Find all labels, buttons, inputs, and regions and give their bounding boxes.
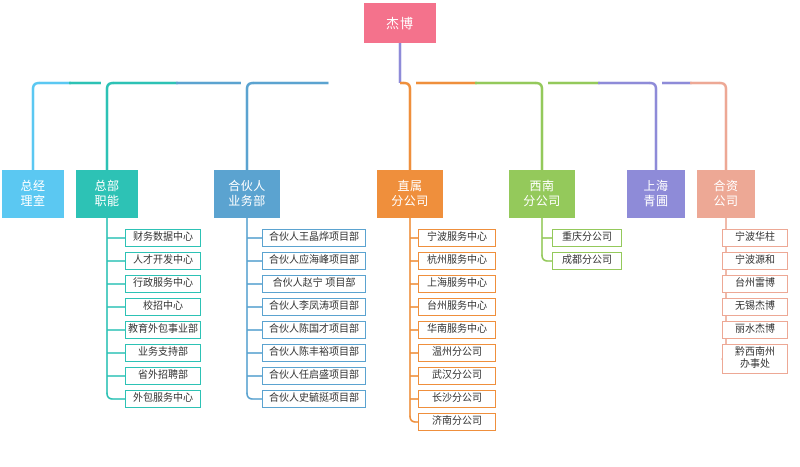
org-leaf-label: 宁波源和 [735,255,775,266]
org-leaf-label: 外包服务中心 [133,393,193,404]
org-leaf-node[interactable]: 黔西南州 办事处 [722,344,788,374]
org-leaf-label: 黔西南州 办事处 [735,347,775,370]
org-leaf-label: 济南分公司 [432,416,482,427]
org-leaf-label: 合伙人陈国才项目部 [269,324,359,335]
org-leaf-label: 宁波华柱 [735,232,775,243]
org-leaf-node[interactable]: 合伙人王晶烨项目部 [262,229,366,247]
org-leaf-node[interactable]: 合伙人李凤涛项目部 [262,298,366,316]
org-leaf-node[interactable]: 长沙分公司 [418,390,496,408]
org-leaf-node[interactable]: 宁波华柱 [722,229,788,247]
org-leaf-label: 台州雷博 [735,278,775,289]
org-node-partner-business[interactable]: 合伙人 业务部 [214,170,280,218]
org-leaf-label: 合伙人赵宁 项目部 [272,278,356,289]
org-leaf-node[interactable]: 合伙人应海峰项目部 [262,252,366,270]
org-leaf-node[interactable]: 台州服务中心 [418,298,496,316]
org-leaf-label: 上海服务中心 [427,278,487,289]
org-leaf-label: 华南服务中心 [427,324,487,335]
org-leaf-node[interactable]: 成都分公司 [552,252,622,270]
org-node-joint-venture[interactable]: 合资 公司 [697,170,755,218]
org-leaf-label: 财务数据中心 [133,232,193,243]
org-leaf-label: 合伙人王晶烨项目部 [269,232,359,243]
org-leaf-node[interactable]: 华南服务中心 [418,321,496,339]
org-leaf-label: 业务支持部 [138,347,188,358]
org-node-label: 杰博 [385,15,414,31]
org-node-label: 西南 分公司 [523,179,561,208]
org-leaf-label: 合伙人李凤涛项目部 [269,301,359,312]
org-leaf-node[interactable]: 校招中心 [125,298,201,316]
org-leaf-node[interactable]: 宁波源和 [722,252,788,270]
org-leaf-node[interactable]: 台州雷博 [722,275,788,293]
org-leaf-node[interactable]: 宁波服务中心 [418,229,496,247]
org-node-hq-functions[interactable]: 总部 职能 [76,170,138,218]
org-leaf-label: 重庆分公司 [562,232,612,243]
org-leaf-label: 省外招聘部 [138,370,188,381]
org-node-gm-office[interactable]: 总经 理室 [2,170,64,218]
org-leaf-node[interactable]: 温州分公司 [418,344,496,362]
org-leaf-node[interactable]: 合伙人任启盛项目部 [262,367,366,385]
org-leaf-node[interactable]: 丽水杰博 [722,321,788,339]
org-leaf-node[interactable]: 无锡杰博 [722,298,788,316]
org-leaf-label: 宁波服务中心 [427,232,487,243]
org-leaf-node[interactable]: 外包服务中心 [125,390,201,408]
org-leaf-node[interactable]: 合伙人赵宁 项目部 [262,275,366,293]
org-leaf-label: 行政服务中心 [133,278,193,289]
org-leaf-label: 合伙人陈丰裕项目部 [269,347,359,358]
org-node-label: 直属 分公司 [391,179,429,208]
org-node-shanghai-qingpu[interactable]: 上海 青圃 [627,170,685,218]
org-node-label: 合资 公司 [713,179,739,208]
org-leaf-node[interactable]: 济南分公司 [418,413,496,431]
org-leaf-label: 教育外包事业部 [128,324,198,335]
org-leaf-label: 成都分公司 [562,255,612,266]
org-leaf-label: 台州服务中心 [427,301,487,312]
org-leaf-node[interactable]: 行政服务中心 [125,275,201,293]
org-node-southwest-branch[interactable]: 西南 分公司 [509,170,575,218]
org-leaf-node[interactable]: 重庆分公司 [552,229,622,247]
org-leaf-node[interactable]: 省外招聘部 [125,367,201,385]
org-leaf-node[interactable]: 财务数据中心 [125,229,201,247]
org-node-label: 合伙人 业务部 [228,179,266,208]
org-leaf-node[interactable]: 教育外包事业部 [125,321,201,339]
org-leaf-label: 合伙人应海峰项目部 [269,255,359,266]
org-node-root[interactable]: 杰博 [364,3,436,43]
org-leaf-node[interactable]: 武汉分公司 [418,367,496,385]
org-leaf-label: 丽水杰博 [735,324,775,335]
org-leaf-node[interactable]: 业务支持部 [125,344,201,362]
org-leaf-label: 合伙人任启盛项目部 [269,370,359,381]
org-leaf-label: 合伙人史毓挺项目部 [269,393,359,404]
org-leaf-label: 无锡杰博 [735,301,775,312]
org-leaf-node[interactable]: 人才开发中心 [125,252,201,270]
org-node-label: 总部 职能 [94,179,120,208]
org-leaf-node[interactable]: 上海服务中心 [418,275,496,293]
org-node-label: 总经 理室 [20,179,46,208]
org-leaf-node[interactable]: 合伙人陈国才项目部 [262,321,366,339]
org-node-label: 上海 青圃 [643,179,669,208]
org-leaf-node[interactable]: 杭州服务中心 [418,252,496,270]
org-leaf-node[interactable]: 合伙人陈丰裕项目部 [262,344,366,362]
org-node-direct-branches[interactable]: 直属 分公司 [377,170,443,218]
org-leaf-node[interactable]: 合伙人史毓挺项目部 [262,390,366,408]
org-leaf-label: 人才开发中心 [133,255,193,266]
org-leaf-label: 温州分公司 [432,347,482,358]
org-leaf-label: 武汉分公司 [432,370,482,381]
org-leaf-label: 长沙分公司 [432,393,482,404]
org-leaf-label: 校招中心 [143,301,183,312]
org-leaf-label: 杭州服务中心 [427,255,487,266]
